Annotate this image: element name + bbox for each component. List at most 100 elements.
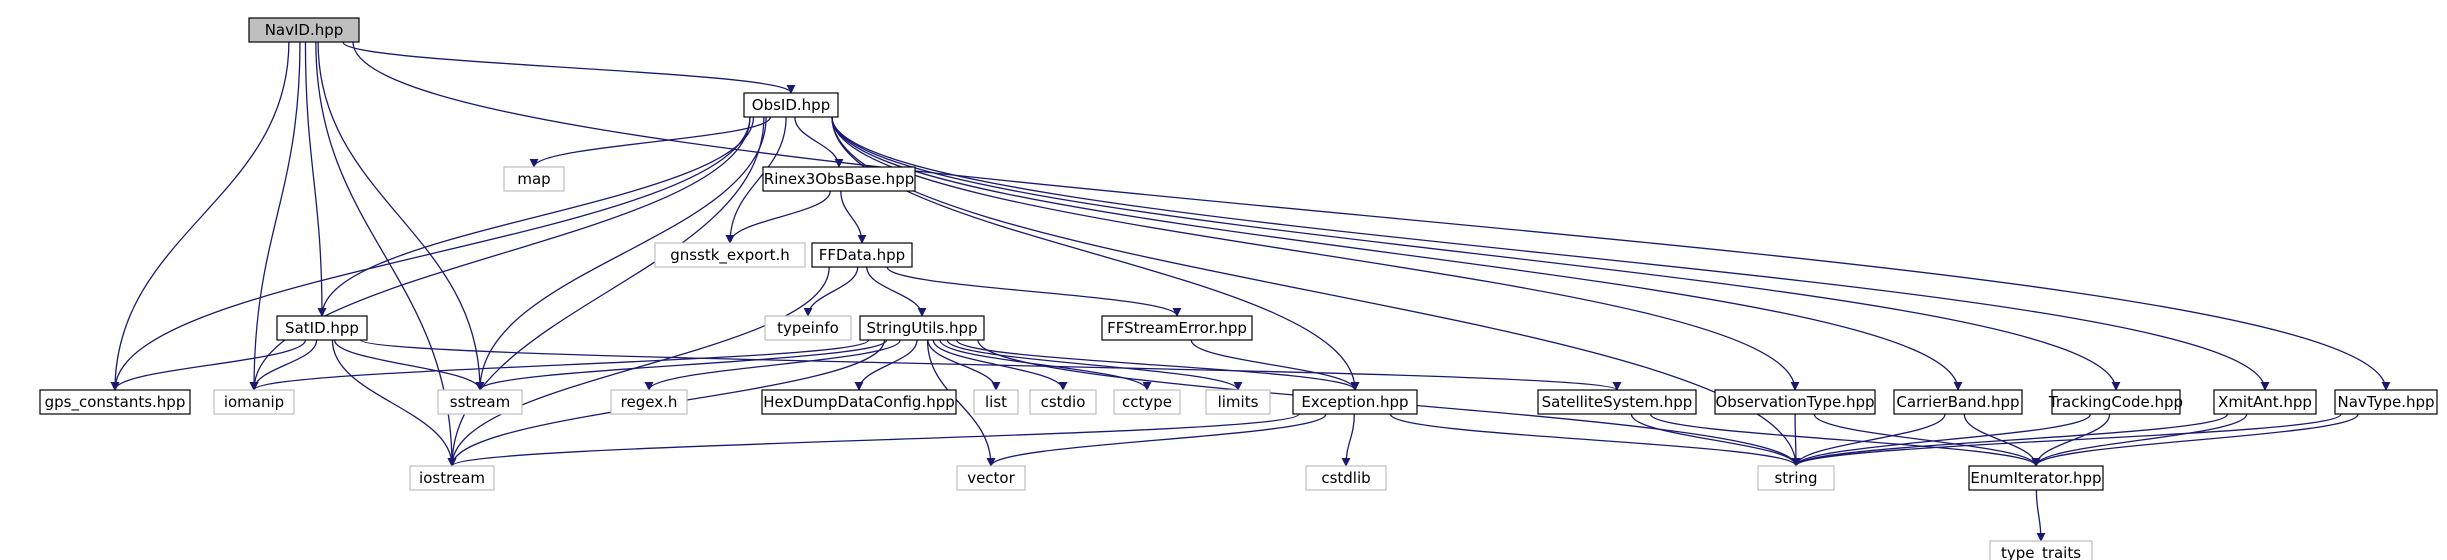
edge-navid-to-sstream <box>317 41 485 391</box>
edge-ffstreamerror-to-exception <box>1190 339 1360 391</box>
node-navid-box <box>248 17 360 43</box>
edge-obsid-to-trackingcode <box>831 116 2121 391</box>
node-vector-box <box>956 465 1026 491</box>
edge-navid-to-navtype <box>352 41 2391 391</box>
node-cstdio-label: cstdio <box>1041 393 1086 411</box>
node-obsid-box <box>743 92 839 118</box>
edge-xmitant-to-enumiterator <box>2031 413 2248 467</box>
node-stringutils-label: StringUtils.hpp <box>866 319 977 337</box>
node-navtype-label: NavType.hpp <box>2337 393 2434 411</box>
node-satsys[interactable]: SatelliteSystem.hpp <box>1537 389 1697 415</box>
node-enumiterator-box <box>1968 465 2104 491</box>
node-hexdump-label: HexDumpDataConfig.hpp <box>763 393 955 411</box>
node-limits-box <box>1205 389 1271 415</box>
node-gnsstk_export-label: gnsstk_export.h <box>670 246 790 265</box>
node-stringutils[interactable]: StringUtils.hpp <box>859 315 985 341</box>
edge-exception-to-vector <box>986 413 1327 467</box>
node-list: list <box>973 389 1019 415</box>
node-satid-label: SatID.hpp <box>285 319 359 337</box>
node-sstream-box <box>437 389 523 415</box>
edge-obsid-to-rinex3 <box>794 116 844 168</box>
edge-ffdata-to-iostream <box>447 266 830 467</box>
edge-satid-to-sstream <box>333 339 485 391</box>
node-carrierband-label: CarrierBand.hpp <box>1896 393 2019 411</box>
edge-obsid-to-satid <box>317 116 755 317</box>
node-typeinfo-label: typeinfo <box>777 319 839 337</box>
node-iostream-label: iostream <box>419 469 485 487</box>
node-map-label: map <box>517 170 550 188</box>
node-limits-label: limits <box>1218 393 1259 411</box>
edge-obsid-to-exception <box>831 116 1360 391</box>
node-xmitant-box <box>2213 389 2317 415</box>
node-satid[interactable]: SatID.hpp <box>276 315 368 341</box>
node-cctype-box <box>1113 389 1181 415</box>
node-string-label: string <box>1774 469 1817 487</box>
edge-stringutils-to-list <box>927 339 1001 391</box>
node-iomanip-box <box>213 389 295 415</box>
node-ffstreamerror[interactable]: FFStreamError.hpp <box>1101 315 1253 341</box>
edge-xmitant-to-string <box>1791 413 2229 467</box>
node-stringutils-box <box>859 315 985 341</box>
node-obsid[interactable]: ObsID.hpp <box>743 92 839 118</box>
node-obsid-label: ObsID.hpp <box>752 96 830 114</box>
node-cctype: cctype <box>1113 389 1181 415</box>
edge-stringutils-to-regex <box>644 339 901 391</box>
node-trackingcode-box <box>2051 389 2181 415</box>
edge-navid-to-iomanip <box>249 41 301 391</box>
edge-obsid-to-map <box>529 116 772 168</box>
node-vector: vector <box>956 465 1026 491</box>
node-carrierband-box <box>1893 389 2023 415</box>
node-ffdata[interactable]: FFData.hpp <box>811 242 913 268</box>
node-cstdlib-label: cstdlib <box>1321 469 1370 487</box>
node-vector-label: vector <box>967 469 1015 487</box>
node-obstype-box <box>1714 389 1876 415</box>
node-satid-box <box>276 315 368 341</box>
node-iostream: iostream <box>409 465 495 491</box>
node-rinex3[interactable]: Rinex3ObsBase.hpp <box>762 166 916 192</box>
edge-exception-to-iostream <box>447 413 1300 467</box>
node-gps_constants-box <box>39 389 191 415</box>
node-iomanip-label: iomanip <box>224 393 284 411</box>
edge-trackingcode-to-string <box>1791 413 2092 467</box>
edge-satid-to-iostream <box>331 339 457 467</box>
edge-ffdata-to-ffstreamerror <box>886 266 1182 317</box>
node-xmitant-label: XmitAnt.hpp <box>2218 393 2312 411</box>
node-ffdata-box <box>811 242 913 268</box>
node-regex-label: regex.h <box>621 393 678 411</box>
node-xmitant[interactable]: XmitAnt.hpp <box>2213 389 2317 415</box>
node-enumiterator[interactable]: EnumIterator.hpp <box>1968 465 2104 491</box>
edge-navid-to-gps_constants <box>110 41 290 391</box>
node-string-box <box>1757 465 1835 491</box>
node-hexdump[interactable]: HexDumpDataConfig.hpp <box>761 389 957 415</box>
node-cstdlib: cstdlib <box>1305 465 1387 491</box>
edge-satid-to-iomanip <box>249 339 318 391</box>
node-list-box <box>973 389 1019 415</box>
node-gnsstk_export: gnsstk_export.h <box>654 242 806 268</box>
node-sstream-label: sstream <box>450 393 510 411</box>
node-carrierband[interactable]: CarrierBand.hpp <box>1893 389 2023 415</box>
node-exception[interactable]: Exception.hpp <box>1292 389 1418 415</box>
node-hexdump-box <box>761 389 957 415</box>
node-type_traits: type_traits <box>1989 540 2093 560</box>
node-obstype[interactable]: ObservationType.hpp <box>1714 389 1876 415</box>
node-gnsstk_export-box <box>654 242 806 268</box>
edge-satsys-to-enumiterator <box>1649 413 2041 467</box>
node-limits: limits <box>1205 389 1271 415</box>
node-cctype-label: cctype <box>1122 393 1172 411</box>
edge-stringutils-to-vector <box>926 339 996 467</box>
node-navid[interactable]: NavID.hpp <box>248 17 360 43</box>
node-trackingcode[interactable]: TrackingCode.hpp <box>2048 389 2183 415</box>
edge-exception-to-cstdlib <box>1341 413 1355 467</box>
edge-enumiterator-to-type_traits <box>2035 489 2046 542</box>
node-cstdio-box <box>1029 389 1097 415</box>
node-regex: regex.h <box>610 389 688 415</box>
node-iostream-box <box>409 465 495 491</box>
node-list-label: list <box>985 393 1007 411</box>
edge-obsid-to-gps_constants <box>110 116 751 391</box>
node-ffstreamerror-label: FFStreamError.hpp <box>1107 319 1247 337</box>
edge-obsid-to-xmitant <box>831 116 2270 391</box>
node-navtype[interactable]: NavType.hpp <box>2334 389 2438 415</box>
node-gps_constants[interactable]: gps_constants.hpp <box>39 389 191 415</box>
node-sstream: sstream <box>437 389 523 415</box>
